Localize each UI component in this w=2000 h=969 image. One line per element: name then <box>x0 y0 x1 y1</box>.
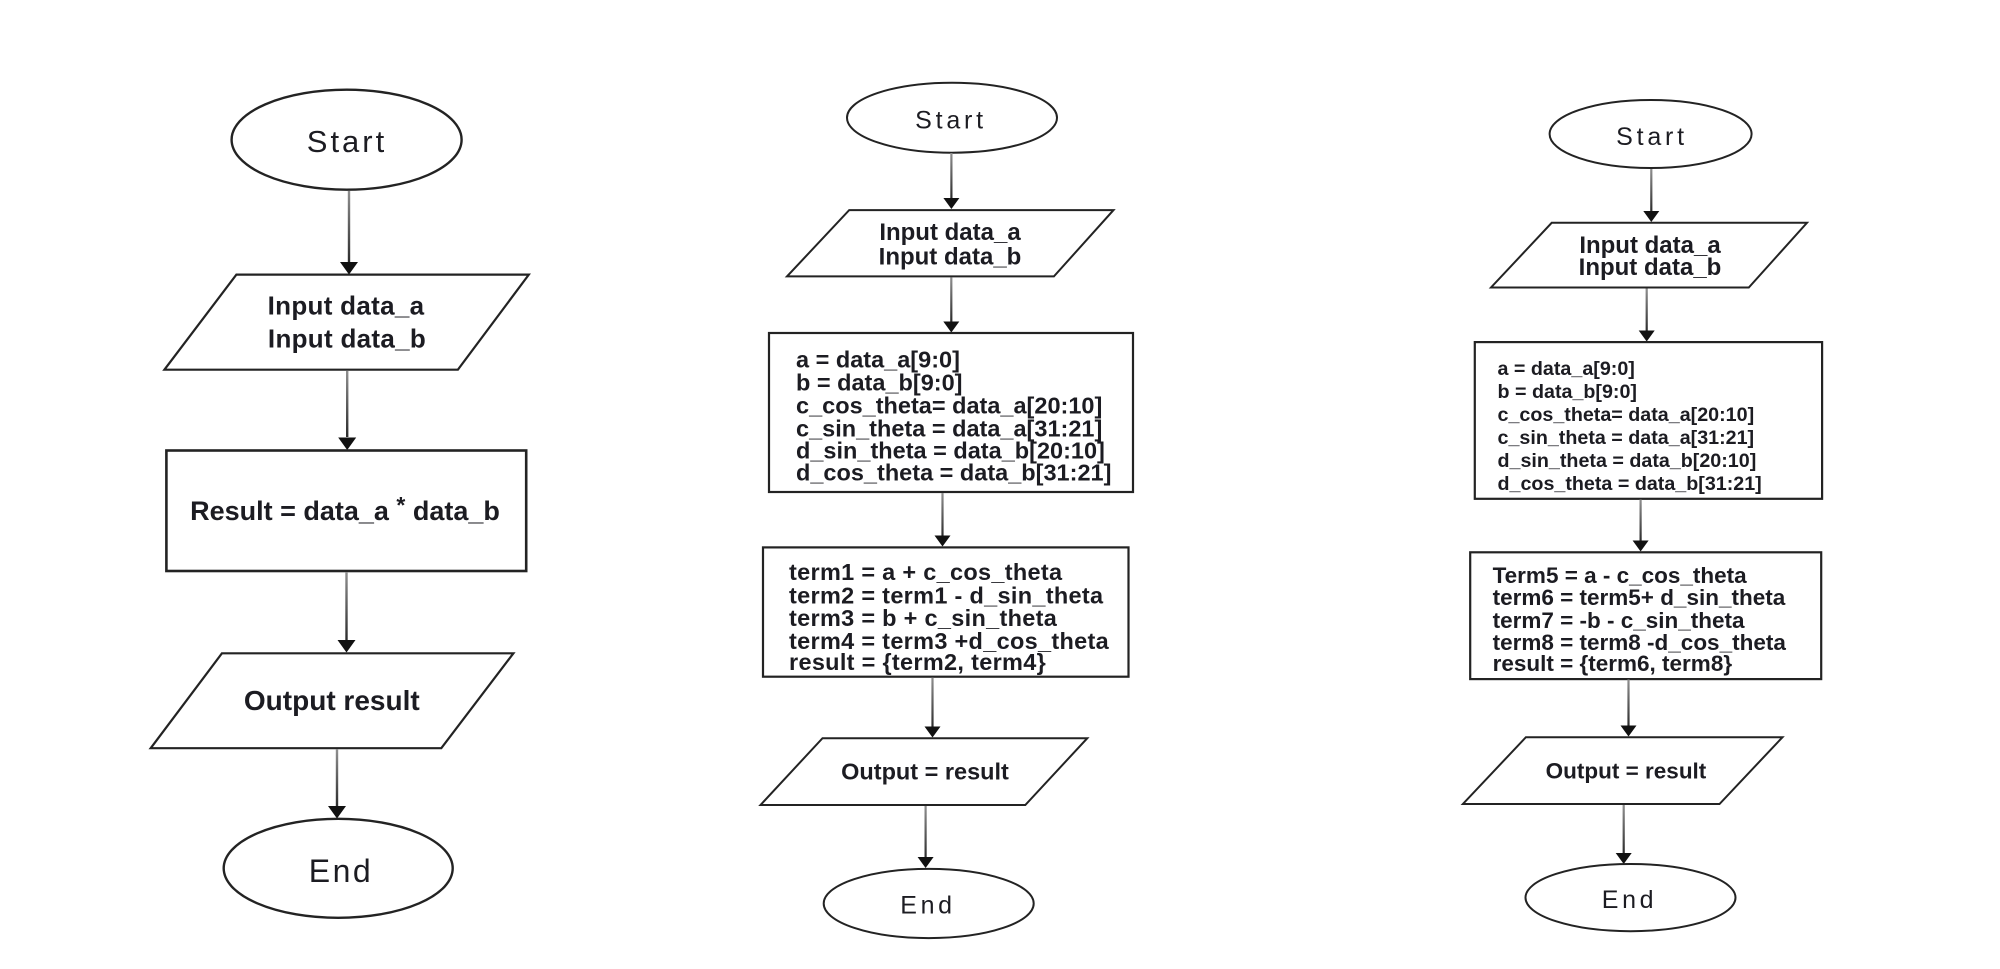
svg-text:End: End <box>1602 886 1658 914</box>
svg-text:term7 = -b - c_sin_theta: term7 = -b - c_sin_theta <box>1493 608 1745 633</box>
svg-text:c_sin_theta = data_a[31:21]: c_sin_theta = data_a[31:21] <box>1498 427 1755 449</box>
svg-text:Start: Start <box>915 107 987 135</box>
svg-text:Input data_b: Input data_b <box>879 244 1022 271</box>
svg-text:term6 = term5+ d_sin_theta: term6 = term5+ d_sin_theta <box>1493 585 1786 610</box>
svg-text:End: End <box>900 891 956 919</box>
svg-text:b = data_b[9:0]: b = data_b[9:0] <box>1498 381 1638 403</box>
svg-text:a = data_a[9:0]: a = data_a[9:0] <box>796 347 960 373</box>
svg-text:c_cos_theta= data_a[20:10]: c_cos_theta= data_a[20:10] <box>1498 404 1755 426</box>
svg-text:End: End <box>309 853 373 889</box>
svg-text:result = {term6, term8}: result = {term6, term8} <box>1493 651 1733 676</box>
svg-text:d_sin_theta = data_b[20:10]: d_sin_theta = data_b[20:10] <box>1498 450 1757 472</box>
svg-text:Start: Start <box>307 124 387 159</box>
svg-text:b = data_b[9:0]: b = data_b[9:0] <box>796 370 963 396</box>
svg-text:Input data_a: Input data_a <box>879 219 1021 246</box>
svg-text:Output = result: Output = result <box>1546 759 1707 784</box>
svg-text:Term5 = a - c_cos_theta: Term5 = a - c_cos_theta <box>1493 563 1748 588</box>
svg-text:result = {term2, term4}: result = {term2, term4} <box>789 649 1046 675</box>
svg-text:term8 = term8 -d_cos_theta: term8 = term8 -d_cos_theta <box>1493 630 1787 655</box>
svg-text:Start: Start <box>1616 123 1688 151</box>
svg-text:Output result: Output result <box>244 685 420 716</box>
svg-text:c_cos_theta= data_a[20:10]: c_cos_theta= data_a[20:10] <box>796 393 1102 419</box>
svg-text:term3 = b + c_sin_theta: term3 = b + c_sin_theta <box>789 605 1058 631</box>
svg-text:Input data_b: Input data_b <box>1579 254 1722 281</box>
svg-text:term2 = term1 - d_sin_theta: term2 = term1 - d_sin_theta <box>789 582 1104 608</box>
svg-text:d_sin_theta = data_b[20:10]: d_sin_theta = data_b[20:10] <box>796 438 1105 464</box>
svg-text:Input data_b: Input data_b <box>268 323 426 353</box>
svg-text:Input data_a: Input data_a <box>1579 232 1721 259</box>
svg-text:Result = data_a * data_b: Result = data_a * data_b <box>190 492 500 526</box>
svg-text:Output = result: Output = result <box>841 759 1009 785</box>
svg-text:a = data_a[9:0]: a = data_a[9:0] <box>1498 358 1635 380</box>
svg-text:term4 = term3 +d_cos_theta: term4 = term3 +d_cos_theta <box>789 628 1110 654</box>
svg-text:term1 = a + c_cos_theta: term1 = a + c_cos_theta <box>789 559 1063 585</box>
svg-text:d_cos_theta = data_b[31:21]: d_cos_theta = data_b[31:21] <box>1498 473 1762 495</box>
svg-text:d_cos_theta = data_b[31:21]: d_cos_theta = data_b[31:21] <box>796 460 1111 486</box>
svg-text:Input data_a: Input data_a <box>268 290 425 320</box>
svg-text:c_sin_theta = data_a[31:21]: c_sin_theta = data_a[31:21] <box>796 416 1102 442</box>
